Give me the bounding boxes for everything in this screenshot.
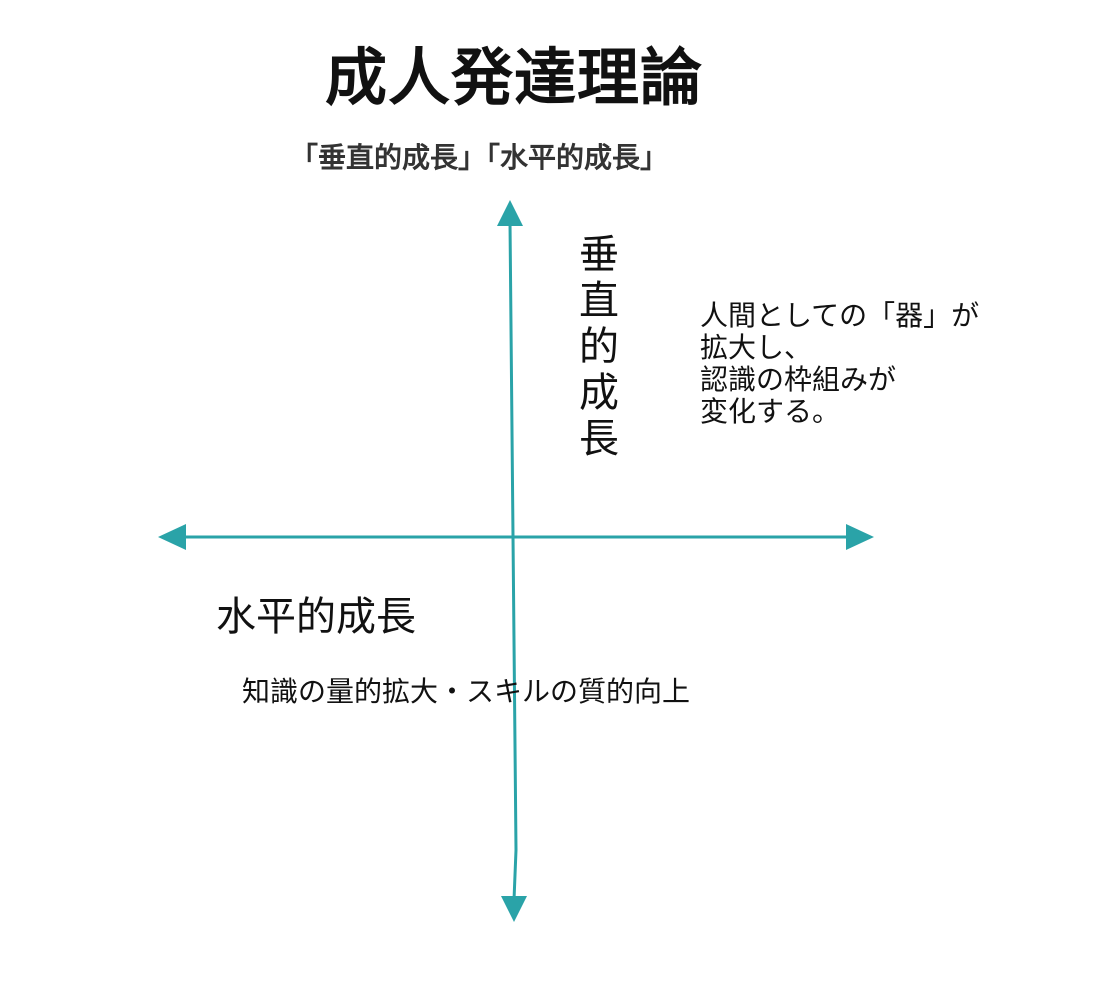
vertical-axis-line	[508, 221, 518, 901]
vertical-growth-label: 垂直的成長	[579, 232, 619, 462]
vertical-axis-arrow-up	[497, 200, 523, 226]
horizontal-growth-description: 知識の量的拡大・スキルの質的向上	[242, 675, 691, 708]
horizontal-growth-label: 水平的成長	[216, 594, 416, 640]
diagram-title: 成人発達理論	[324, 41, 703, 114]
horizontal-axis-arrow-left	[158, 524, 186, 550]
vertical-axis-arrow-down	[501, 896, 527, 922]
diagram-subtitle: 「垂直的成長」「水平的成長」	[290, 141, 669, 174]
vertical-growth-description: 人間としての「器」が 拡大し、 認識の枠組みが 変化する。	[700, 299, 980, 428]
horizontal-axis-arrow-right	[846, 524, 874, 550]
